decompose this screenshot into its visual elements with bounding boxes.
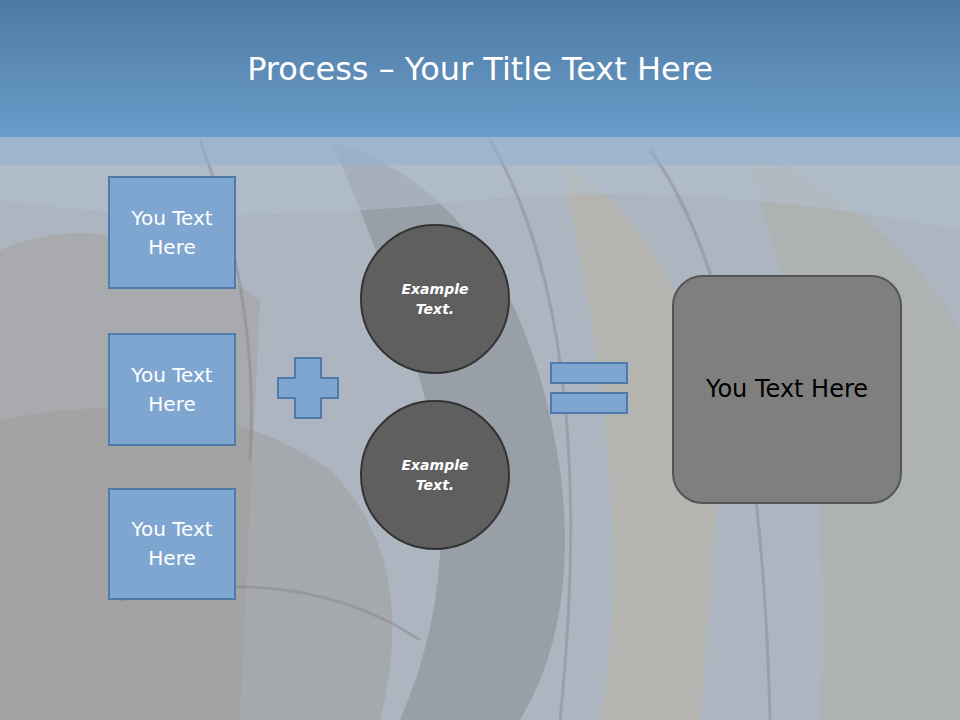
node-text: You Text Here <box>118 515 226 573</box>
slide-title: Process – Your Title Text Here <box>0 0 960 137</box>
node-text: You Text Here <box>118 204 226 262</box>
text-box: You Text Here <box>108 333 236 446</box>
text-box: You Text Here <box>108 488 236 600</box>
node-text: Example Text. <box>389 279 482 320</box>
plus-symbol <box>278 358 338 418</box>
example-circle: Example Text. <box>360 400 510 550</box>
node-text: Example Text. <box>389 455 482 496</box>
circle-outline <box>360 224 510 374</box>
equals-bar <box>551 393 627 413</box>
node-text: You Text Here <box>118 361 226 419</box>
example-circle: Example Text. <box>360 224 510 374</box>
circle-outline <box>360 400 510 550</box>
text-box: You Text Here <box>108 176 236 289</box>
result-box: You Text Here <box>672 275 902 504</box>
equals-bar <box>551 363 627 383</box>
node-text: You Text Here <box>706 372 868 407</box>
